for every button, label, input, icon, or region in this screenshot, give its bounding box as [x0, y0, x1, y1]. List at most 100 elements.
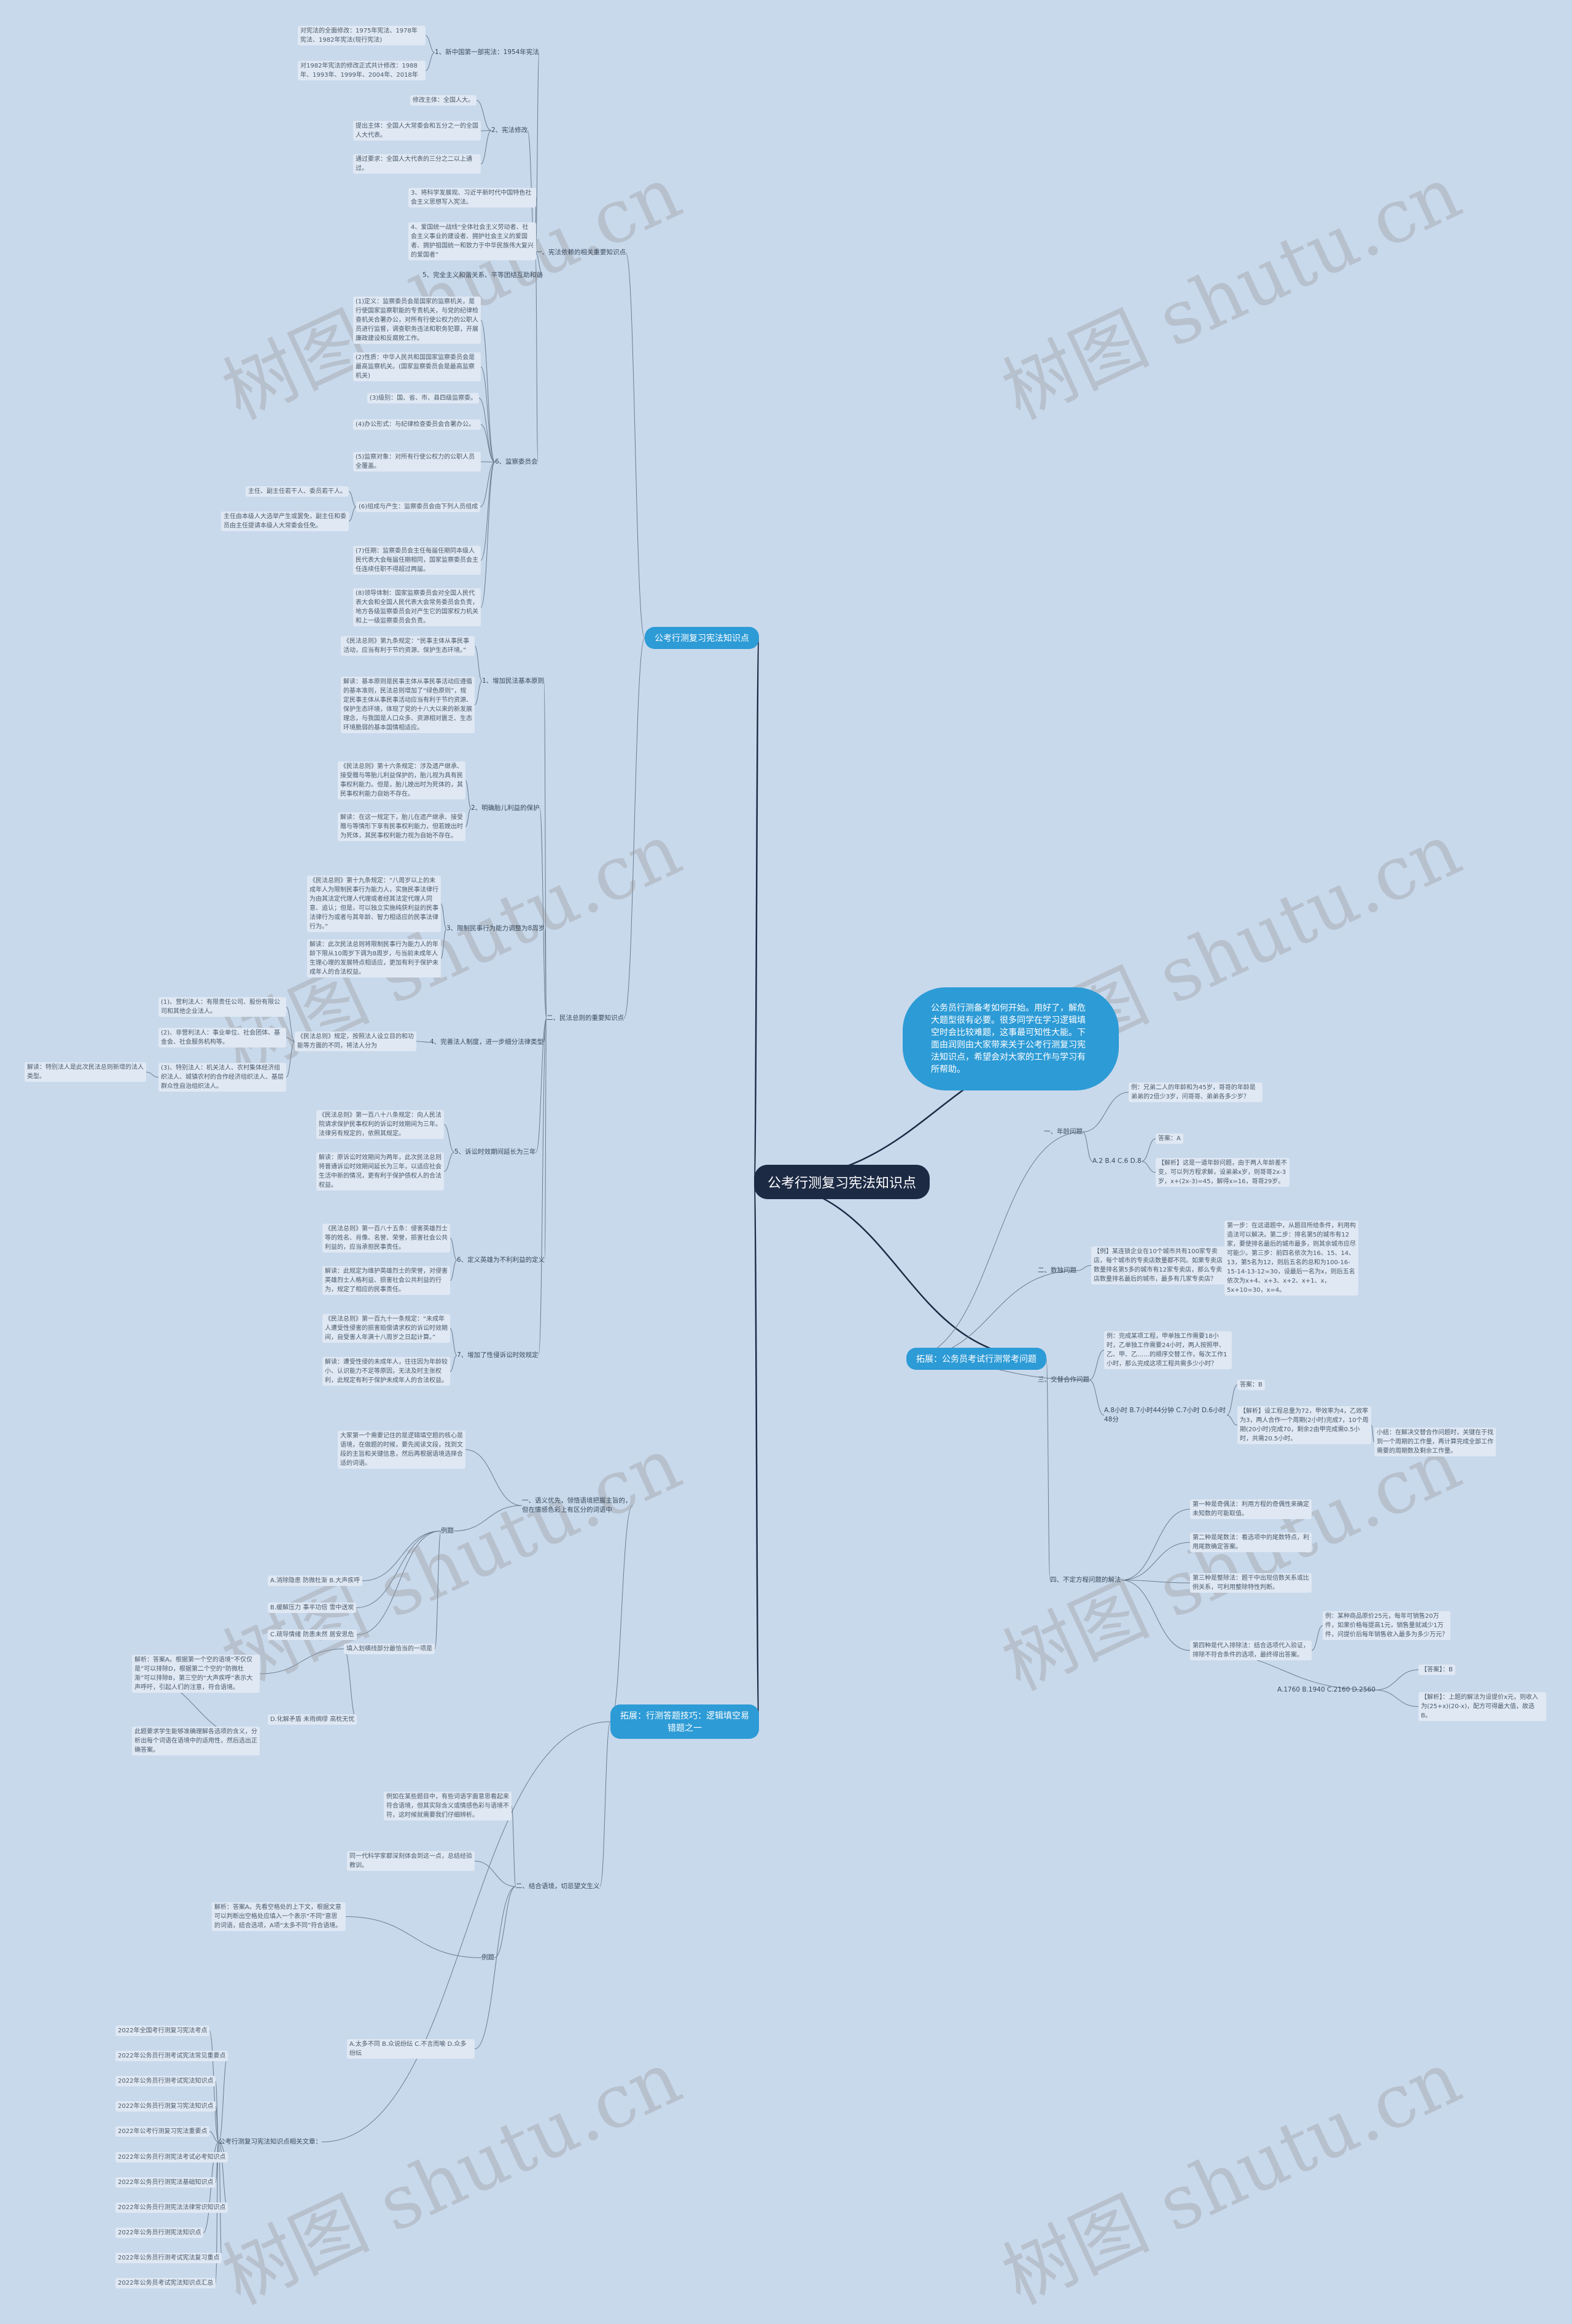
leaf-text: 解读：此规定为维护英雄烈士的荣誉，对侵害英雄烈士人格利益、损害社会公共利益的行为…: [322, 1266, 450, 1295]
logic-example-label[interactable]: 例题: [441, 1527, 454, 1534]
exam-sudoku-problem[interactable]: 二、数独问题: [1038, 1267, 1076, 1274]
exam-indeterminate-equation[interactable]: 四、不定方程问题的解法: [1050, 1576, 1121, 1584]
connector-line: [480, 462, 496, 507]
related-article-link[interactable]: 2022年公务员考试宪法知识点汇总: [115, 2278, 216, 2288]
connector-line: [465, 780, 472, 809]
connector-line: [535, 252, 543, 276]
connector-line: [753, 1181, 760, 1723]
related-article-link[interactable]: 2022年公务员行测宪法法律常识知识点: [115, 2202, 228, 2213]
leaf-text: 答案：A: [1156, 1133, 1183, 1144]
connector-line: [215, 2106, 219, 2142]
leaf-text: 《民法总则》第一百八十五条：侵害英雄烈士等的姓名、肖像、名誉、荣誉，损害社会公共…: [322, 1224, 450, 1253]
leaf-text: 例：完成某项工程，甲单独工作需要18小时，乙单独工作需要24小时，两人按照甲、乙…: [1104, 1331, 1232, 1369]
leaf-text: 通过要求：全国人大代表的三分之二以上通过。: [353, 154, 481, 174]
connector-line: [286, 1037, 295, 1042]
item-label[interactable]: 3、将科学发展观、习近平新时代中国特色社会主义思想写入宪法。: [408, 188, 536, 208]
logic-item-label[interactable]: 二、结合语境，切忌望文生义: [516, 1883, 600, 1890]
connector-line: [1121, 1580, 1191, 1651]
exam-options[interactable]: A.8小时 B.7小时44分钟 C.7小时 D.6小时48分: [1104, 1407, 1226, 1423]
logic-example-label[interactable]: 例题: [481, 1954, 494, 1961]
connector-line: [321, 1721, 611, 2142]
root-topic[interactable]: 公考行测复习宪法知识点: [754, 1165, 930, 1199]
leaf-text: 提出主体：全国人大常委会和五分之一的全国人大代表。: [353, 121, 481, 141]
leaf-text: (2)性质：中华人民共和国国家监察委员会是最高监察机关。(国家监察委员会是最高监…: [353, 352, 481, 381]
connector-line: [425, 35, 435, 53]
connector-line: [1371, 1424, 1375, 1442]
leaf-text: 《民法总则》第一百八十八条规定：向人民法院请求保护民事权利的诉讼时效期间为三年。…: [316, 1110, 444, 1139]
related-article-link[interactable]: 2022年公务员行测考试宪法复习重点: [115, 2253, 222, 2263]
connector-line: [356, 1531, 442, 1635]
leaf-text: 《民法总则》第十六条规定：涉及遗产继承、接受赠与等胎儿利益保护的，胎儿视为具有民…: [338, 761, 465, 799]
exam-age-problem[interactable]: 一、年龄问题: [1044, 1128, 1083, 1135]
connector-line: [623, 637, 645, 1019]
item-label[interactable]: 2、宪法修改: [491, 126, 528, 134]
leaf-text: 【解析】：上题的解法为设提价x元，则收入为(25+x)(20-x)，配方可得最大…: [1418, 1692, 1546, 1721]
leaf-text: 解读：此次民法总则将限制民事行为能力人的年龄下限从10周岁下调为8周岁，与当前未…: [307, 939, 441, 977]
connector-line: [440, 928, 447, 959]
connector-line: [544, 1018, 547, 1261]
connector-line: [449, 1260, 457, 1281]
leaf-text: 《民法总则》第一百九十一条规定：“未成年人遭受性侵害的损害赔偿请求权的诉讼时效期…: [322, 1314, 450, 1343]
main-branch-exam[interactable]: 拓展：公务员考试行测常考问题: [906, 1348, 1046, 1370]
item-label[interactable]: 7、增加了性侵诉讼时效规定: [457, 1351, 539, 1359]
connector-line: [474, 1886, 516, 2050]
item-label[interactable]: 1、新中国第一部宪法：1954年宪法: [435, 49, 539, 56]
connector-line: [1311, 1625, 1323, 1651]
connector-line: [1375, 1690, 1419, 1707]
leaf-text: (3)、特别法人：机关法人、农村集体经济组织法人、城镇农村的合作经济组织法人、基…: [158, 1063, 286, 1092]
related-article-link[interactable]: 2022年公考行测复习宪法重要点: [115, 2126, 210, 2137]
connector-line: [453, 1505, 523, 1531]
leaf-text: 例：某种商品原价25元，每年可销售20万件，如果价格每提高1元，销售量就减少1万…: [1323, 1611, 1450, 1640]
leaf-text: 例如在某些题目中，有些词语字面意思看起来符合语境，但其实际含义或情感色彩与语境不…: [384, 1792, 512, 1821]
connector-line: [1141, 1138, 1156, 1162]
related-articles-label[interactable]: 公考行测复习宪法知识点相关文章：: [219, 2138, 322, 2145]
connector-line: [209, 2131, 219, 2142]
leaf-text: 填入划横线部分最恰当的一项是: [344, 1644, 435, 1654]
leaf-text: 《民法总则》第十九条规定：“八周岁以上的未成年人为限制民事行为能力人，实施民事法…: [307, 876, 441, 932]
related-article-link[interactable]: 2022年公务员行测考试宪法知识点: [115, 2076, 216, 2086]
item-label[interactable]: 2、明确胎儿利益的保护: [471, 804, 540, 812]
connector-line: [1375, 1669, 1419, 1690]
leaf-text: 主任由本级人大选举产生或罢免，副主任和委员由主任提请本级人大常委会任免。: [221, 511, 349, 531]
item-label[interactable]: 4、完善法人制度，进一步细分法律类型: [430, 1038, 544, 1046]
connector-line: [1121, 1542, 1191, 1580]
leaf-text: 解读：基本原则是民事主体从事民事活动应遵循的基本准则，民法总则增加了“绿色原则”…: [341, 677, 475, 733]
related-article-link[interactable]: 2022年公务员行测宪法知识点: [115, 2228, 204, 2238]
item-label[interactable]: 1、增加民法基本原则: [482, 677, 545, 685]
leaf-text: 第二种是尾数法：看选项中的尾数特点，利用尾数确定答案。: [1190, 1533, 1312, 1552]
item-label[interactable]: 5、完全主义和谐关系、平等团结互助和谐: [422, 271, 543, 279]
section-civil-law-key-points[interactable]: 二、民法总则的重要知识点: [547, 1014, 624, 1022]
connector-line: [1226, 1385, 1238, 1416]
item-label[interactable]: 3、限制民事行为能力调整为8周岁: [446, 925, 545, 932]
related-article-link[interactable]: 2022年全国考行测复习宪法考点: [115, 2026, 210, 2036]
leaf-text: B.缓解压力 事半功倍 雪中送炭: [268, 1603, 357, 1613]
main-branch-constitution[interactable]: 公考行测复习宪法知识点: [645, 627, 759, 649]
leaf-text: 修改主体：全国人大。: [410, 95, 477, 106]
item-label[interactable]: 5、诉讼时效期间延长为三年: [454, 1148, 536, 1156]
leaf-text: (1)定义：监察委员会是国家的监察机关，是行使国家监察职能的专责机关，与党的纪律…: [353, 297, 481, 344]
exam-options[interactable]: A.1760 B.1940 C.2160 D.2560: [1277, 1686, 1376, 1693]
related-article-link[interactable]: 2022年公务员行测复习宪法知识点: [115, 2101, 216, 2112]
leaf-text: 【例】某连锁企业在10个城市共有100家专卖店，每个城市的专卖店数量都不同。如果…: [1091, 1246, 1225, 1284]
section-constitution-key-points[interactable]: 一、宪法依赖的相关重要知识点: [535, 249, 626, 256]
related-article-link[interactable]: 2022年公务员行测考试宪法常见重要点: [115, 2051, 228, 2061]
exam-alternating-work-problem[interactable]: 三、交替合作问题: [1038, 1376, 1089, 1383]
logic-item-label[interactable]: 一、语义优先，领悟语境把握主旨的，但在情感色彩上有区分的词语中: [522, 1497, 632, 1514]
related-article-link[interactable]: 2022年公务员行测宪法基础知识点: [115, 2177, 216, 2188]
related-article-link[interactable]: 2022年公务员行测宪法考试必考知识点: [115, 2152, 228, 2163]
item-label[interactable]: 6、监察委员会: [495, 458, 538, 465]
leaf-text: 对1982年宪法的修改正式共计修改：1988年、1993年、1999年、2004…: [298, 61, 426, 80]
connector-line: [480, 462, 496, 608]
connector-line: [465, 808, 472, 827]
main-branch-logic[interactable]: 拓展：行测答题技巧：逻辑填空易错题之一: [610, 1704, 759, 1739]
exam-options[interactable]: A.2 B.4 C.6 D.8: [1092, 1157, 1142, 1165]
intro-bubble[interactable]: 公务员行测备考如何开始。用好了，解危大题型很有必要。很多同学在学习逻辑填空时会比…: [903, 987, 1119, 1090]
connector-line: [1089, 1350, 1105, 1380]
item-label[interactable]: 6、定义英雄为不利利益的定义: [457, 1256, 545, 1264]
leaf-text: 【答案】：B: [1418, 1665, 1455, 1675]
leaf-text: A.消除隐患 防微杜渐 B.大声疾呼: [268, 1576, 363, 1586]
watermark: 树图 shutu.cn: [990, 150, 1474, 436]
connector-line: [443, 1152, 455, 1172]
leaf-text: (7)任期：监察委员会主任每届任期同本级人民代表大会每届任期相同，国家监察委员会…: [353, 546, 481, 575]
connector-line: [1226, 1415, 1238, 1426]
